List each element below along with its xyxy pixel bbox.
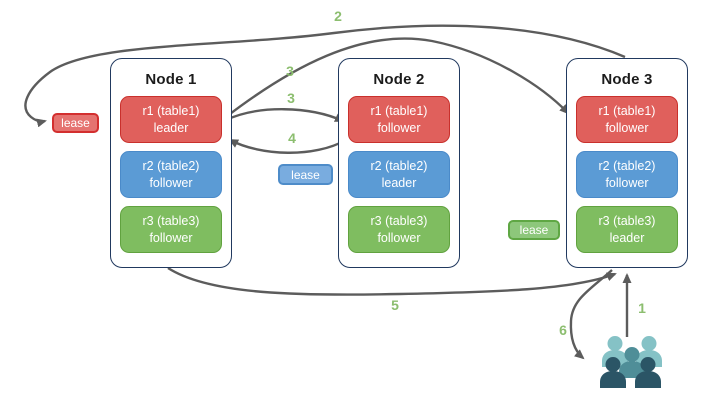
step-label-2: 2 (334, 8, 342, 24)
replica-n1-r2: r2 (table2) follower (120, 151, 222, 198)
node-title: Node 2 (373, 71, 425, 88)
replica-role-label: leader (153, 120, 189, 135)
step-label-3a: 3 (286, 63, 294, 79)
replica-role-label: follower (149, 230, 193, 245)
replica-n3-r2: r2 (table2) follower (576, 151, 678, 198)
replica-range-label: r2 (table2) (142, 159, 200, 174)
replica-n2-r3: r3 (table3) follower (348, 206, 450, 253)
users-icon (600, 336, 662, 388)
replica-range-label: r3 (table3) (142, 214, 200, 229)
arrow-step-5 (167, 266, 617, 296)
replica-range-label: r1 (table1) (370, 104, 428, 119)
replica-range-label: r3 (table3) (370, 214, 428, 229)
step-label-3b: 3 (287, 90, 295, 106)
replica-role-label: leader (381, 175, 417, 190)
node-title: Node 3 (601, 71, 653, 88)
replica-n3-r1: r1 (table1) follower (576, 96, 678, 143)
lease-badge-blue: lease (278, 164, 333, 185)
replica-role-label: follower (149, 175, 193, 190)
replica-role-label: follower (605, 120, 649, 135)
replica-n1-r1: r1 (table1) leader (120, 96, 222, 143)
arrow-step-6 (569, 269, 613, 360)
node-card-2: Node 2 r1 (table1) follower r2 (table2) … (338, 58, 460, 268)
node-title: Node 1 (145, 71, 197, 88)
replica-range-label: r3 (table3) (598, 214, 656, 229)
replica-role-label: follower (605, 175, 649, 190)
replica-role-label: follower (377, 230, 421, 245)
arrow-step-3-to-node2 (225, 108, 345, 123)
replica-role-label: leader (609, 230, 645, 245)
step-label-1: 1 (638, 300, 646, 316)
replica-n1-r3: r3 (table3) follower (120, 206, 222, 253)
replica-n2-r1: r1 (table1) follower (348, 96, 450, 143)
step-label-5: 5 (391, 297, 399, 313)
replica-range-label: r1 (table1) (598, 104, 656, 119)
replica-range-label: r1 (table1) (142, 104, 200, 119)
node-card-1: Node 1 r1 (table1) leader r2 (table2) fo… (110, 58, 232, 268)
lease-badge-red: lease (52, 113, 99, 133)
replica-role-label: follower (377, 120, 421, 135)
step-label-6: 6 (559, 322, 567, 338)
node-card-3: Node 3 r1 (table1) follower r2 (table2) … (566, 58, 688, 268)
replica-n2-r2: r2 (table2) leader (348, 151, 450, 198)
replica-n3-r3: r3 (table3) leader (576, 206, 678, 253)
replica-range-label: r2 (table2) (598, 159, 656, 174)
replica-range-label: r2 (table2) (370, 159, 428, 174)
step-label-4: 4 (288, 130, 296, 146)
lease-badge-green: lease (508, 220, 560, 240)
